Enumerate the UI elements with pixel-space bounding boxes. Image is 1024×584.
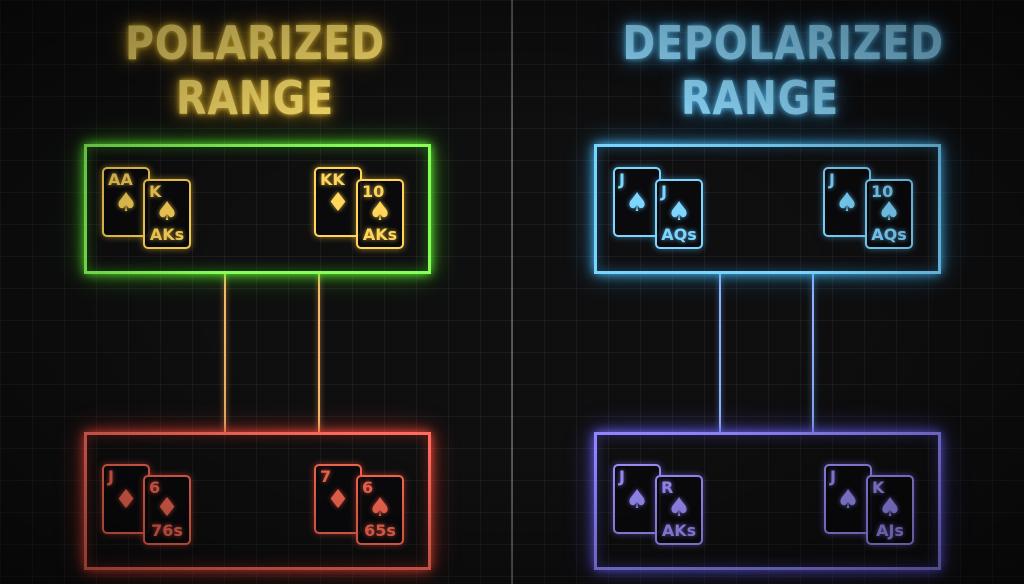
hand-label: AQs [661,225,697,244]
playing-card: R ♠ AKs [655,475,703,545]
spade-icon: ♠ [368,493,392,523]
center-divider [511,0,513,584]
playing-card: J ♠ [613,167,661,237]
spade-icon: ♠ [625,485,649,515]
card-rank: J [108,467,114,486]
spade-icon: ♠ [667,493,691,523]
spade-icon: ♠ [836,485,860,515]
playing-card: 10 ♠ AKs [356,179,404,249]
hand-label: AQs [871,225,907,244]
playing-card: J ♠ [824,464,872,534]
card-rank: KK [320,170,345,189]
playing-card: KK ♦ [314,167,362,237]
connector-line [318,274,320,432]
playing-card: J ♠ [613,464,661,534]
spade-icon: ♠ [877,197,901,227]
polarized-range-title: POLARIZED RANGE [117,16,392,126]
playing-card: 6 ♦ 76s [143,475,191,545]
card-rank: 7 [320,467,332,486]
hand-label: 65s [364,521,396,540]
hand-label: AKs [362,225,398,244]
connector-line [719,274,721,432]
spade-icon: ♠ [114,188,138,218]
diamond-icon: ♦ [155,493,179,523]
connector-line [224,274,226,432]
hand-label: AKs [149,225,185,244]
diamond-icon: ♦ [114,485,138,515]
playing-card: 7 ♦ [314,464,362,534]
playing-card: K ♠ AKs [143,179,191,249]
hand-label: AJs [876,521,904,540]
connector-line [812,274,814,432]
title-line-2: RANGE [681,71,839,125]
title-line-1: DEPOLARIZED [622,16,944,70]
title-line-1: POLARIZED [125,16,385,70]
spade-icon: ♠ [667,197,691,227]
spade-icon: ♠ [835,188,859,218]
playing-card: J ♠ AQs [655,179,703,249]
card-rank: J [619,467,625,486]
card-rank: AA [108,170,133,189]
spade-icon: ♠ [368,197,392,227]
playing-card: J ♠ [823,167,871,237]
card-rank: J [830,467,836,486]
spade-icon: ♠ [625,188,649,218]
spade-icon: ♠ [878,493,902,523]
diamond-icon: ♦ [326,188,350,218]
playing-card: K ♠ AJs [866,475,914,545]
playing-card: 10 ♠ AQs [865,179,913,249]
card-rank: J [829,170,835,189]
hand-label: AKs [661,521,697,540]
card-rank: J [619,170,625,189]
title-line-2: RANGE [176,71,334,125]
depolarized-range-title: DEPOLARIZED RANGE [622,16,944,126]
spade-icon: ♠ [155,197,179,227]
playing-card: 6 ♠ 65s [356,475,404,545]
diamond-icon: ♦ [326,485,350,515]
hand-label: 76s [151,521,183,540]
